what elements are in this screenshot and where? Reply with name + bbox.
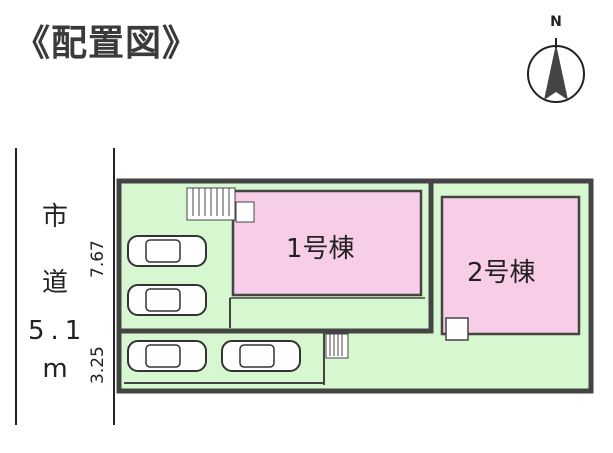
page-title: 《配置図》 — [14, 23, 200, 64]
car-2 — [127, 284, 207, 316]
north-arrow-icon — [527, 38, 585, 103]
road-width-value: 5.1 — [28, 316, 88, 346]
building-1 — [231, 189, 423, 297]
road-label-char-2: 道 — [41, 268, 68, 298]
stairs-1 — [186, 187, 255, 223]
road-width-unit: m — [42, 354, 68, 384]
building-2 — [440, 195, 581, 336]
dimension-lower-lot: 3.25 — [88, 346, 108, 384]
car-3 — [127, 340, 207, 372]
car-1 — [127, 235, 207, 267]
building-1-label: 1号棟 — [286, 234, 355, 264]
car-4 — [221, 340, 301, 372]
dimension-upper-lot: 7.67 — [88, 240, 108, 278]
building-2-label: 2号棟 — [467, 258, 536, 288]
road-label-char-1: 市 — [41, 202, 68, 232]
compass: N — [524, 14, 588, 104]
stairs-2 — [325, 317, 469, 359]
compass-north-label: N — [550, 14, 562, 30]
